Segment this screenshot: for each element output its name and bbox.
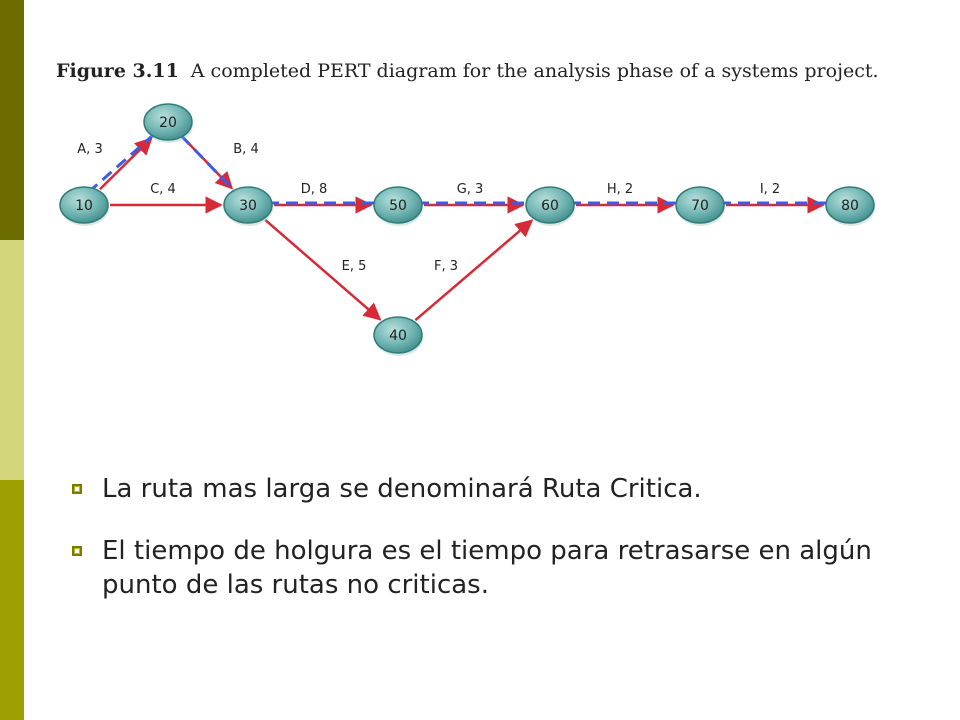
pert-diagram: 10 20 30 40 50 60 70 80 A, 3 B, 4 C, 4 D, 8 E, 5 F, …	[59, 103, 875, 356]
node-label: 30	[239, 198, 257, 214]
edge-label: D, 8	[301, 182, 328, 197]
edge-40-60	[414, 219, 534, 322]
edge-label: B, 4	[233, 142, 258, 157]
bullet-item: El tiempo de holgura es el tiempo para r…	[70, 534, 910, 602]
bullet-text: El tiempo de holgura es el tiempo para r…	[102, 536, 872, 600]
edge-label: F, 3	[434, 259, 458, 274]
node-label: 80	[841, 198, 859, 214]
side-bar-bottom	[0, 480, 24, 720]
node-label: 50	[389, 198, 407, 214]
node-label: 40	[389, 328, 407, 344]
node-30: 30	[223, 186, 273, 226]
node-10: 10	[59, 186, 109, 226]
node-label: 20	[159, 115, 177, 131]
figure-caption: Figure 3.11 A completed PERT diagram for …	[56, 60, 879, 82]
edge-label: G, 3	[457, 182, 484, 197]
edge-label: H, 2	[607, 182, 633, 197]
node-70: 70	[675, 186, 725, 226]
edge-label: I, 2	[760, 182, 780, 197]
node-60: 60	[525, 186, 575, 226]
edge-label: C, 4	[150, 182, 176, 197]
bullet-item: La ruta mas larga se denominará Ruta Cri…	[70, 472, 910, 506]
side-bar-middle	[0, 240, 24, 480]
node-50: 50	[373, 186, 423, 226]
node-80: 80	[825, 186, 875, 226]
nodes-layer: 10 20 30 40 50 60 70 80	[59, 103, 875, 356]
edge-labels-layer: A, 3 B, 4 C, 4 D, 8 E, 5 F, 3 G, 3 H, 2 I, 2	[77, 142, 780, 274]
edge-label: E, 5	[342, 259, 367, 274]
edge-10-20	[99, 137, 153, 191]
bullet-list: La ruta mas larga se denominará Ruta Cri…	[70, 472, 910, 630]
bullet-text: La ruta mas larga se denominará Ruta Cri…	[102, 474, 702, 504]
edge-30-40	[264, 218, 382, 321]
edge-label: A, 3	[77, 142, 102, 157]
figure-caption-text: A completed PERT diagram for the analysi…	[190, 60, 879, 82]
figure-number: Figure 3.11	[56, 60, 179, 82]
bullet-marker-icon	[72, 484, 82, 494]
node-40: 40	[373, 316, 423, 356]
node-label: 60	[541, 198, 559, 214]
node-20: 20	[143, 103, 193, 143]
side-bar-top	[0, 0, 24, 240]
node-label: 70	[691, 198, 709, 214]
bullet-marker-icon	[72, 546, 82, 556]
node-label: 10	[75, 198, 93, 214]
